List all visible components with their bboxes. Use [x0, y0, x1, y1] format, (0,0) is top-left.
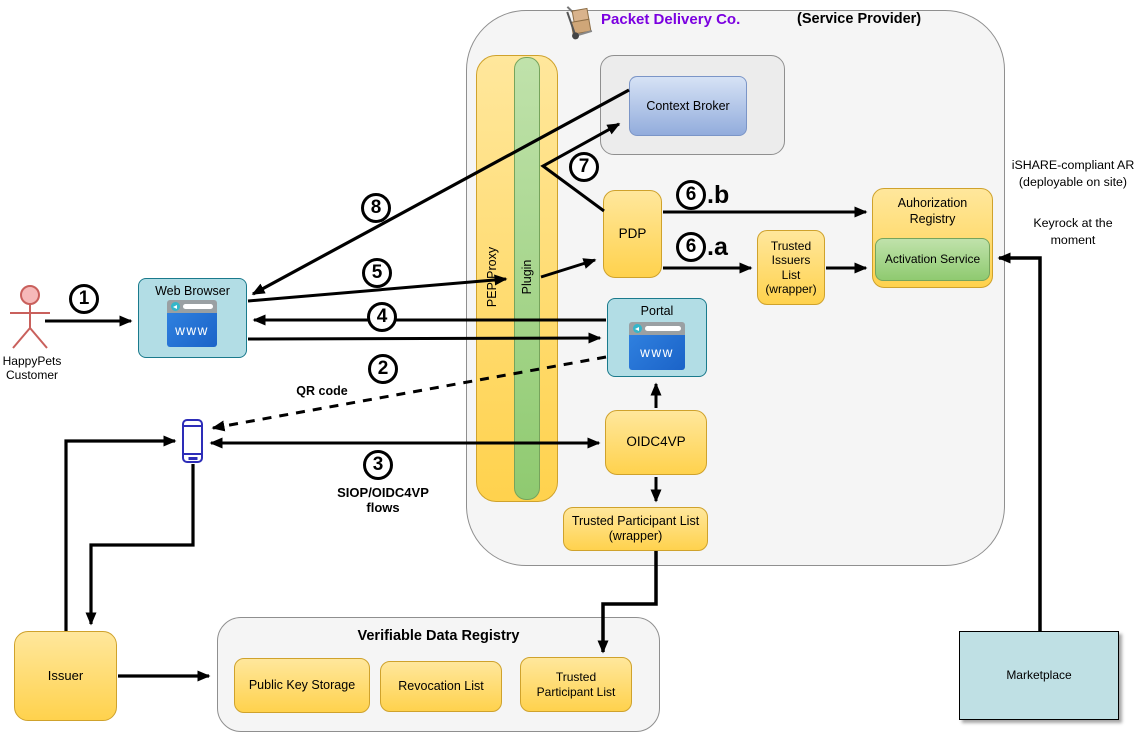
trusted-participant-list-wrapper-node: Trusted Participant List (wrapper) — [563, 507, 708, 551]
issuer-node: Issuer — [14, 631, 117, 721]
step-6b-badge: 6 — [676, 180, 706, 210]
pep-proxy-label: PEP Proxy — [485, 246, 499, 308]
www-text: www — [629, 335, 685, 370]
browser-toolbar — [629, 322, 685, 335]
portal-www-icon: www — [629, 322, 685, 370]
til-line: Issuers — [771, 253, 811, 268]
hand-truck-boxes-icon — [560, 2, 598, 40]
authorization-registry-node: Auhorization Registry Activation Service — [872, 188, 993, 288]
context-broker-node: Context Broker — [629, 76, 747, 136]
pdp-label: PDP — [618, 225, 647, 241]
step-3-badge: 3 — [363, 450, 393, 480]
step-2-badge: 2 — [368, 354, 398, 384]
revocation-list-label: Revocation List — [398, 679, 484, 693]
mobile-phone-icon — [182, 419, 203, 463]
step-8-badge: 8 — [361, 193, 391, 223]
oidc4vp-node: OIDC4VP — [605, 410, 707, 475]
tplw-line2: (wrapper) — [608, 529, 663, 543]
back-arrow-icon — [633, 324, 642, 333]
til-line: Trusted — [770, 238, 812, 253]
address-bar — [645, 326, 681, 331]
siop-line2: flows — [366, 500, 400, 515]
step-7-badge: 7 — [569, 152, 599, 182]
vdr-title: Verifiable Data Registry — [357, 628, 520, 644]
arrow-phone-to-issuer — [85, 464, 195, 626]
trusted-issuers-list-node: Trusted Issuers List (wrapper) — [757, 230, 825, 305]
step-6a-suffix: .a — [707, 233, 728, 261]
step-6a-badge: 6 — [676, 232, 706, 262]
arrow-marketplace-to-activation-service — [997, 252, 1042, 631]
revocation-list-node: Revocation List — [380, 661, 502, 712]
issuer-label: Issuer — [47, 668, 84, 684]
service-provider-title: (Service Provider) — [797, 11, 922, 27]
public-key-storage-node: Public Key Storage — [234, 658, 370, 713]
public-key-storage-label: Public Key Storage — [248, 678, 356, 692]
browser-toolbar — [167, 300, 217, 313]
company-title: Packet Delivery Co. — [601, 11, 741, 28]
step-6b-suffix: .b — [707, 181, 730, 209]
plugin-label: Plugin — [520, 259, 534, 295]
trusted-participant-list-node: Trusted Participant List — [520, 657, 632, 712]
ishare-annotation: iSHARE-compliant AR (deployable on site) — [1008, 157, 1138, 190]
arrow-issuer-to-phone — [64, 435, 177, 631]
step-5-badge: 5 — [362, 258, 392, 288]
back-arrow-icon — [171, 302, 180, 311]
actor-icon — [6, 283, 54, 353]
activation-service-label: Activation Service — [884, 252, 981, 267]
ishare-line1: iSHARE-compliant AR — [1011, 158, 1135, 172]
actor-label: HappyPets Customer — [0, 354, 64, 382]
phone-screen-top — [184, 425, 201, 427]
address-bar — [183, 304, 213, 309]
actor-label-line1: HappyPets — [2, 354, 62, 368]
web-browser-www-icon: www — [167, 300, 217, 347]
marketplace-node: Marketplace — [959, 631, 1119, 720]
siop-flows-label: SIOP/OIDC4VP flows — [320, 485, 446, 515]
siop-line1: SIOP/OIDC4VP — [337, 485, 429, 500]
tpl-line2: Participant List — [536, 684, 616, 699]
www-text: www — [167, 313, 217, 347]
keyrock-annotation: Keyrock at the moment — [1008, 215, 1138, 248]
til-line: (wrapper) — [765, 281, 817, 296]
activation-service-node: Activation Service — [875, 238, 990, 281]
keyrock-line2: moment — [1050, 232, 1096, 247]
step-1-badge: 1 — [69, 284, 99, 314]
tplw-line1: Trusted Participant List — [571, 514, 700, 528]
pdp-node: PDP — [603, 190, 662, 278]
actor-label-line2: Customer — [5, 368, 58, 382]
portal-label: Portal — [640, 304, 674, 318]
til-line: List — [781, 267, 801, 282]
web-browser-label: Web Browser — [155, 284, 230, 298]
oidc4vp-label: OIDC4VP — [626, 434, 686, 450]
keyrock-line1: Keyrock at the — [1033, 216, 1113, 230]
authorization-registry-label-line2: Registry — [909, 211, 956, 226]
qr-code-label: QR code — [296, 384, 348, 398]
ishare-line2: (deployable on site) — [1018, 174, 1128, 189]
authorization-registry-label-line1: Auhorization — [897, 196, 968, 210]
step-4-badge: 4 — [367, 302, 397, 332]
marketplace-label: Marketplace — [1006, 668, 1072, 683]
context-broker-label: Context Broker — [646, 98, 730, 113]
phone-home-button — [188, 456, 197, 460]
tpl-line1: Trusted — [555, 670, 597, 685]
phone-screen-bottom — [184, 453, 201, 455]
